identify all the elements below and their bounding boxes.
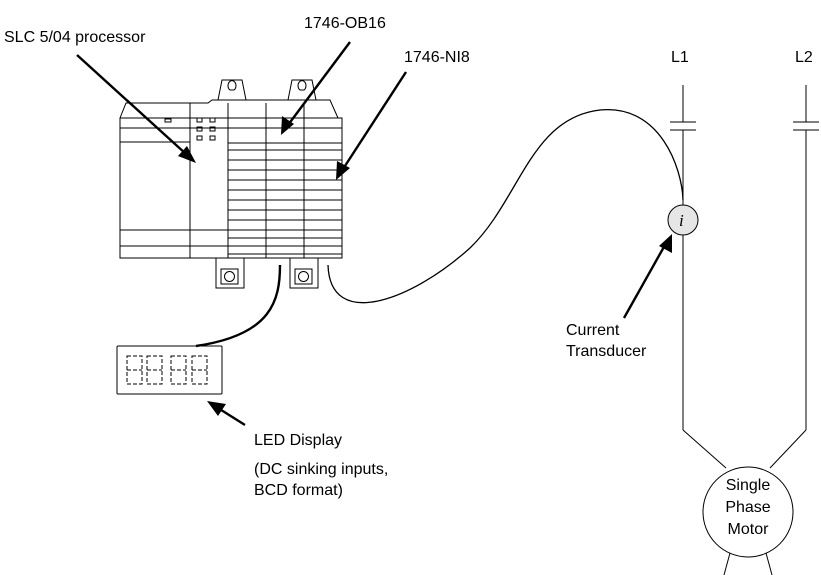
transducer-symbol: i xyxy=(679,211,684,230)
motor-symbol xyxy=(702,466,794,558)
label-led-display: LED Display xyxy=(254,432,342,449)
arrow-head-processor xyxy=(178,146,196,163)
top-mount-hole-left xyxy=(227,80,237,91)
bottom-mounting-tab-right xyxy=(289,258,319,289)
arrow-head-led xyxy=(207,401,226,416)
label-led-note-line2: BCD format) xyxy=(254,482,343,499)
arrow-head-transducer xyxy=(659,234,672,253)
current-transducer xyxy=(667,204,699,236)
chassis-top-edge xyxy=(119,99,339,119)
led-display xyxy=(116,345,223,395)
led-display-housing xyxy=(116,345,223,395)
arrow-head-ni8 xyxy=(336,161,350,180)
plc-chassis xyxy=(119,79,343,289)
terminal-strips xyxy=(228,142,342,255)
top-mounting-tab-left xyxy=(217,79,247,101)
label-motor-line3: Motor xyxy=(728,521,770,538)
led-display-cable xyxy=(195,264,282,348)
label-led-note-line1: (DC sinking inputs, xyxy=(254,461,388,478)
power-line-l1 xyxy=(670,85,727,469)
label-motor-line1: Single xyxy=(726,477,771,494)
callout-arrows xyxy=(76,41,672,427)
label-l2: L2 xyxy=(795,49,813,66)
arrow-head-ob16 xyxy=(281,116,294,135)
transducer-signal-wire xyxy=(327,109,684,304)
power-indicator xyxy=(164,118,172,123)
chassis-body xyxy=(119,117,343,259)
processor-status-leds xyxy=(196,117,216,141)
label-1746-ob16: 1746-OB16 xyxy=(304,15,386,32)
label-motor-line2: Phase xyxy=(725,499,770,516)
label-processor: SLC 5/04 processor xyxy=(4,29,146,46)
label-1746-ni8: 1746-NI8 xyxy=(404,49,470,66)
label-l1: L1 xyxy=(671,49,689,66)
top-mount-hole-right xyxy=(297,80,307,91)
label-transducer-line2: Transducer xyxy=(566,343,647,360)
label-transducer-line1: Current xyxy=(566,322,620,339)
bottom-mounting-tab-left xyxy=(215,258,245,289)
power-line-l2 xyxy=(769,85,819,469)
seven-segment-digits xyxy=(126,355,208,385)
